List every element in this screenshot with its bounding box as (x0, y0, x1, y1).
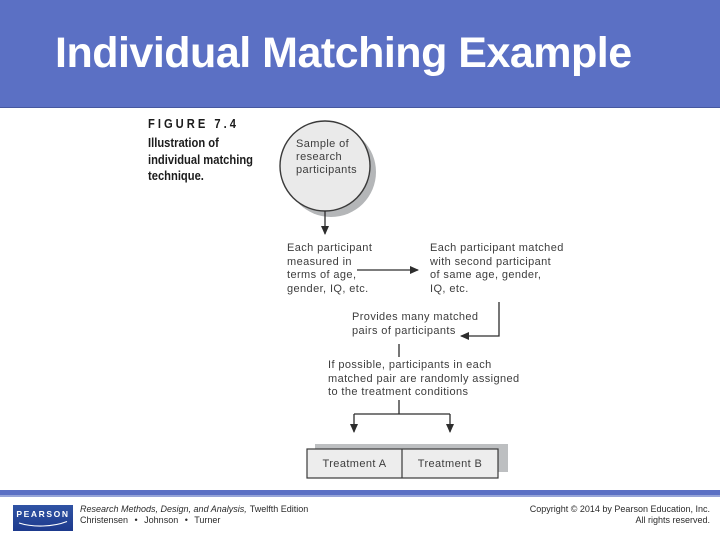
book-edition: Twelfth Edition (249, 504, 309, 514)
pearson-logo: PEARSON (13, 505, 73, 531)
connector-matched-to-provides (460, 302, 500, 340)
figure-caption: FIGURE 7.4 Illustration of individual ma… (148, 116, 253, 185)
provides-step-text: Provides many matched pairs of participa… (352, 311, 479, 337)
book-info: Research Methods, Design, and Analysis,T… (80, 504, 308, 526)
book-title-italic: Research Methods, Design, and Analysis, (80, 504, 247, 514)
matched-step-text: Each participant matched with second par… (430, 242, 564, 295)
treatment-b-cell: Treatment B (417, 457, 483, 470)
measured-step-text: Each participant measured in terms of ag… (287, 242, 373, 295)
copyright-notice: Copyright © 2014 by Pearson Education, I… (530, 504, 710, 526)
pearson-swoosh-icon (18, 520, 68, 527)
treatment-a-cell: Treatment A (322, 457, 387, 470)
footer-divider-bar (0, 490, 720, 497)
slide-title: Individual Matching Example (55, 29, 632, 77)
copyright-line2: All rights reserved. (635, 515, 710, 525)
figure-number-label: FIGURE 7.4 (148, 116, 239, 131)
book-title-line: Research Methods, Design, and Analysis,T… (80, 504, 308, 515)
sample-circle-label: Sample of research participants (296, 138, 358, 176)
random-assignment-step-text: If possible, participants in each matche… (328, 359, 520, 399)
pearson-logo-text: PEARSON (16, 509, 70, 519)
copyright-line1: Copyright © 2014 by Pearson Education, I… (529, 504, 710, 514)
slide-title-bar: Individual Matching Example (0, 0, 720, 108)
figure-caption-text: Illustration of individual matching tech… (148, 135, 253, 183)
connector-split-bar (354, 400, 450, 415)
book-authors: Christensen • Johnson • Turner (80, 515, 221, 525)
